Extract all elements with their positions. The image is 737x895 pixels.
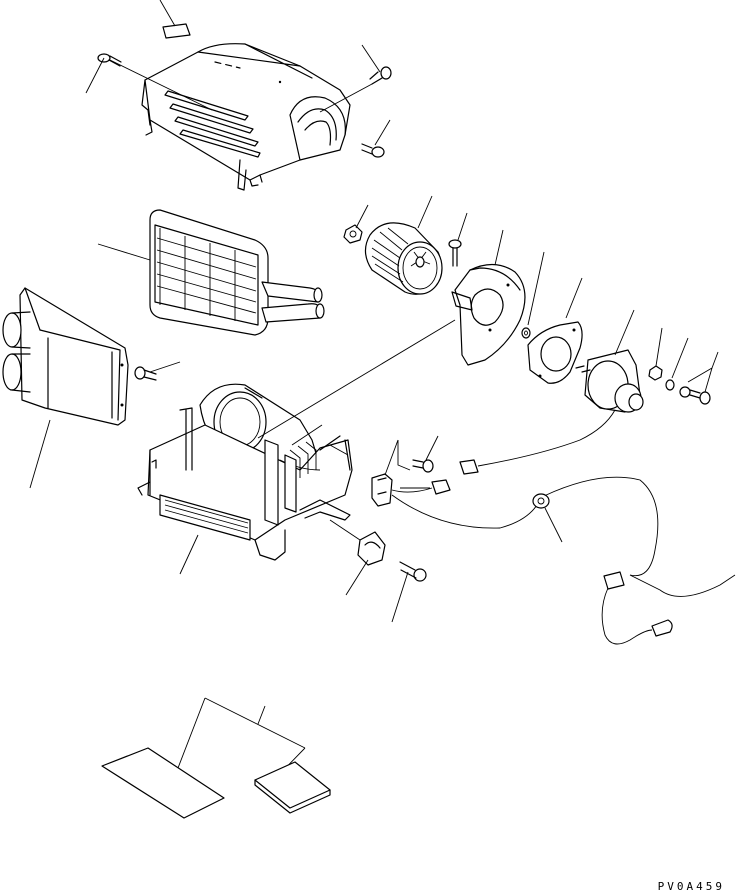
duct-screw (134, 361, 181, 381)
heater-case (137, 319, 456, 575)
wire-harness (391, 409, 736, 645)
nut (343, 204, 369, 244)
clamp-bolt (391, 561, 427, 623)
resistor (371, 439, 411, 507)
air-outlet-duct (2, 287, 129, 489)
heater-core (97, 209, 325, 336)
connector-pair (431, 459, 479, 495)
blower-motor (575, 309, 644, 413)
grommet (532, 493, 563, 543)
cover-screw-left (85, 53, 213, 111)
blower-fan (364, 195, 443, 295)
cover-screw-right-bottom (361, 119, 391, 158)
manual-sheets (101, 697, 331, 819)
gasket (527, 277, 583, 384)
motor-bolt-set (679, 351, 719, 405)
upper-cover (141, 43, 351, 191)
resistor-screw (412, 435, 439, 473)
motor-washer (665, 337, 689, 391)
motor-nut (648, 327, 663, 381)
case-clamp (329, 519, 386, 596)
washer (521, 251, 545, 339)
cover-screw-right-top (319, 44, 392, 113)
fan-bolt (448, 212, 468, 267)
label (159, 0, 191, 39)
fan-housing-plate (451, 229, 526, 366)
drawing-code: PV0A459 (657, 880, 725, 893)
